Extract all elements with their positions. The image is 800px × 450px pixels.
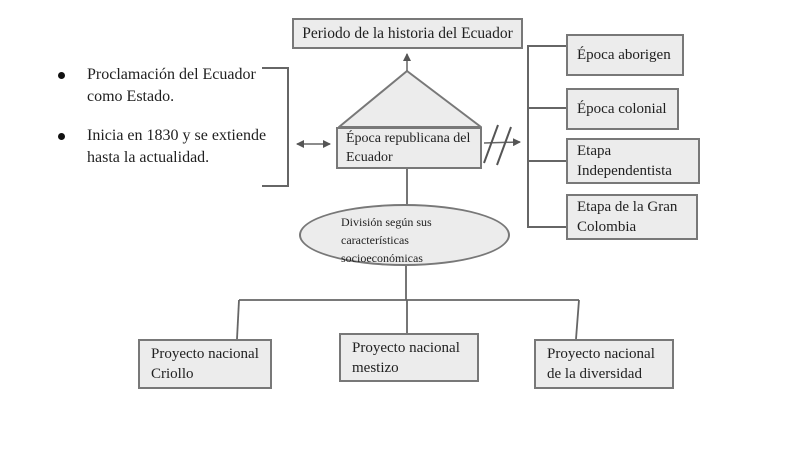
stage-box-epoca-aborigen: Época aborigen (566, 34, 684, 76)
stage-box-epoca-colonial: Época colonial (566, 88, 679, 130)
note-text: Proclamación del Ecuador como Estado. (87, 66, 256, 105)
bullet-icon (58, 72, 65, 79)
project-box-diversidad: Proyecto nacional de la diversidad (534, 339, 674, 389)
division-ellipse: División según sus características socio… (299, 204, 510, 266)
stage-box-label: Época aborigen (577, 47, 671, 63)
note-text: Inicia en 1830 y se extiende hasta la ac… (87, 127, 267, 166)
stage-box-label: Etapa Independentista (577, 143, 672, 179)
left-bracket (262, 67, 289, 187)
project-box-criollo: Proyecto nacional Criollo (138, 339, 272, 389)
stage-box-etapa-independentista: Etapa Independentista (566, 138, 700, 184)
stage-box-label: Etapa de la Gran Colombia (577, 199, 678, 235)
break-slash-1 (483, 124, 499, 164)
notes-list: Proclamación del Ecuador como Estado. In… (58, 64, 300, 186)
stage-box-label: Época colonial (577, 101, 667, 117)
project-box-label: Proyecto nacional Criollo (151, 346, 259, 382)
project-box-label: Proyecto nacional mestizo (352, 339, 460, 376)
drop-right (575, 299, 580, 340)
note-item: Inicia en 1830 y se extiende hasta la ac… (58, 125, 300, 169)
center-box: Época republicana del Ecuador (336, 127, 482, 169)
title-box: Periodo de la historia del Ecuador (292, 18, 523, 49)
right-bracket (527, 45, 566, 228)
project-box-mestizo: Proyecto nacional mestizo (339, 333, 479, 382)
drop-left (236, 299, 240, 340)
title-box-label: Periodo de la historia del Ecuador (302, 24, 513, 42)
bullet-icon (58, 133, 65, 140)
center-box-label: Época republicana del Ecuador (346, 131, 471, 165)
roof-triangle (338, 70, 482, 128)
right-arrow (483, 138, 521, 147)
break-slash-2 (496, 126, 512, 166)
division-ellipse-label: División según sus características socio… (341, 215, 432, 265)
stage-box-etapa-gran-colombia: Etapa de la Gran Colombia (566, 194, 698, 240)
note-item: Proclamación del Ecuador como Estado. (58, 64, 300, 108)
project-box-label: Proyecto nacional de la diversidad (547, 346, 655, 382)
